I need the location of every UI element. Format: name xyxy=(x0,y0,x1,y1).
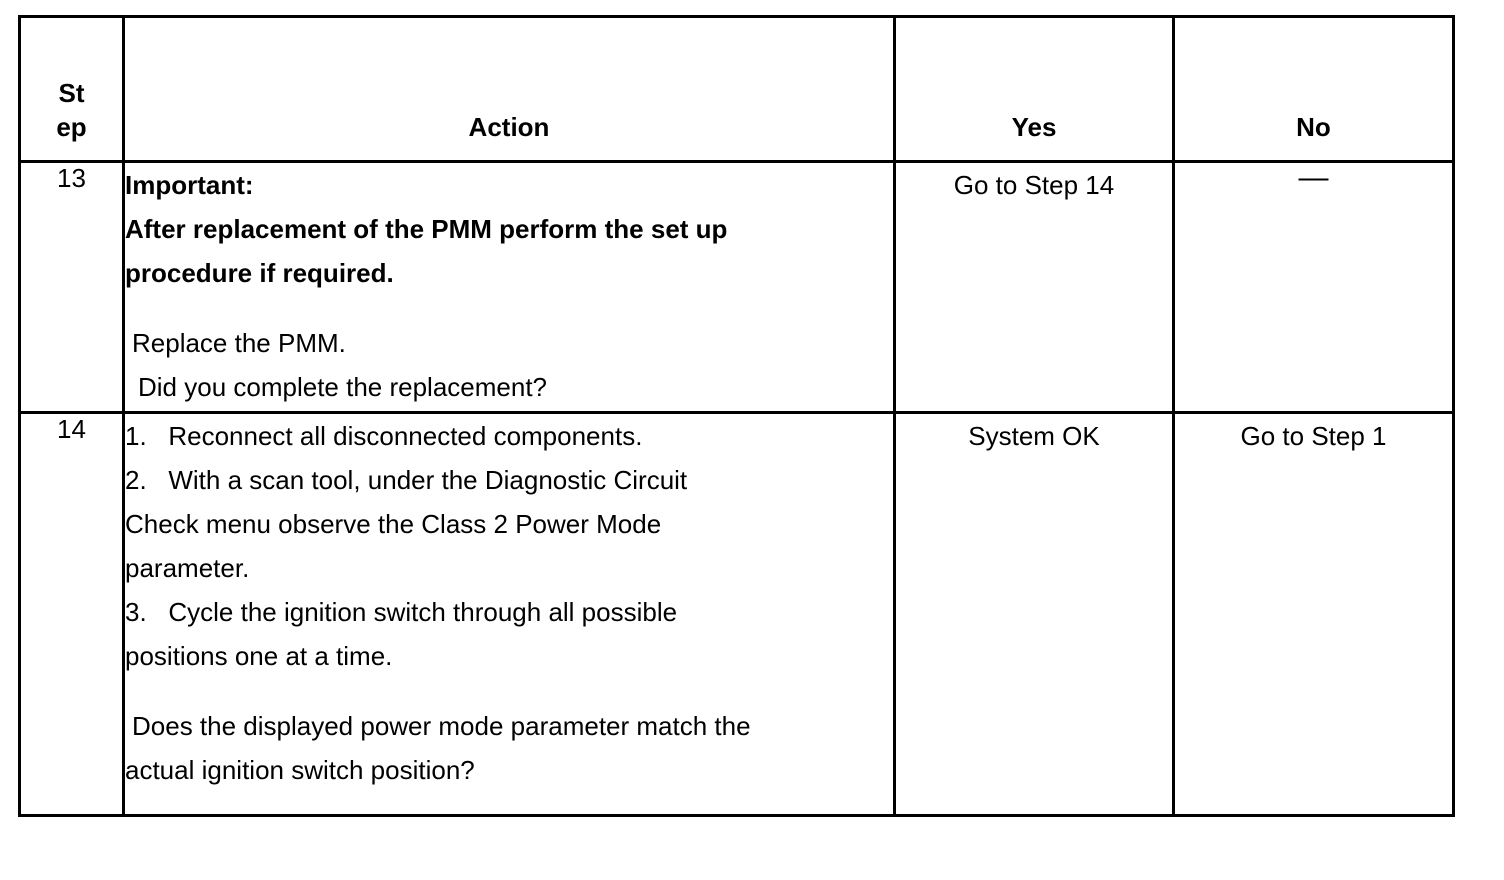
diagnostic-step-table: St ep Action Yes No 13 xyxy=(18,15,1455,817)
header-step-line-1: St xyxy=(58,78,85,109)
action-step-14-1: 1. Reconnect all disconnected components… xyxy=(125,414,893,458)
action-question-14-1: Does the displayed power mode parameter … xyxy=(132,711,751,741)
header-cell-action: Action xyxy=(122,15,896,163)
action-step-number-14-2: 2. xyxy=(125,465,147,495)
important-line-13-2: procedure if required. xyxy=(125,258,394,288)
action-line-13-2: Did you complete the replacement? xyxy=(138,372,548,402)
no-cell-14: Go to Step 1 xyxy=(1172,411,1455,817)
header-step-label: St ep xyxy=(51,77,93,160)
action-spacer-14 xyxy=(125,678,893,704)
action-step-number-14-3: 3. xyxy=(125,597,147,627)
table-row: 13 Important: After replacement of the P… xyxy=(18,160,1455,414)
table-header-row: St ep Action Yes No xyxy=(18,15,1455,163)
important-label-13: Important: xyxy=(125,170,254,200)
action-step-14-2: 2. With a scan tool, under the Diagnosti… xyxy=(125,458,893,502)
header-cell-yes: Yes xyxy=(893,15,1175,163)
header-no-label: No xyxy=(1296,111,1331,142)
header-cell-step: St ep xyxy=(18,15,125,163)
yes-cell-14: System OK xyxy=(893,411,1175,817)
em-dash-icon: — xyxy=(1298,161,1329,194)
action-step-text-14-2: With a scan tool, under the Diagnostic C… xyxy=(168,465,688,495)
header-cell-no: No xyxy=(1172,15,1455,163)
header-yes-label: Yes xyxy=(1011,111,1057,142)
action-spacer-13 xyxy=(125,295,893,321)
action-step-14-3-cont-1: positions one at a time. xyxy=(125,641,393,671)
header-step-line-2: ep xyxy=(56,111,87,142)
action-step-14-2-cont-1: Check menu observe the Class 2 Power Mod… xyxy=(125,509,662,539)
action-cell-13: Important: After replacement of the PMM … xyxy=(122,160,896,414)
important-line-13-1: After replacement of the PMM perform the… xyxy=(125,214,728,244)
action-cell-14: 1. Reconnect all disconnected components… xyxy=(122,411,896,817)
step-number-13: 13 xyxy=(18,160,125,414)
action-step-14-3: 3. Cycle the ignition switch through all… xyxy=(125,590,893,634)
important-block-13: Important: After replacement of the PMM … xyxy=(125,163,893,295)
no-cell-13: — xyxy=(1172,160,1455,414)
action-step-14-2-cont-2: parameter. xyxy=(125,553,250,583)
yes-cell-13: Go to Step 14 xyxy=(893,160,1175,414)
table-row: 14 1. Reconnect all disconnected compone… xyxy=(18,411,1455,817)
action-line-13-1: Replace the PMM. xyxy=(132,328,346,358)
action-step-text-14-1: Reconnect all disconnected components. xyxy=(168,421,643,451)
action-question-14-2: actual ignition switch position? xyxy=(125,755,475,785)
step-number-14: 14 xyxy=(18,411,125,817)
action-step-number-14-1: 1. xyxy=(125,421,147,451)
header-action-label: Action xyxy=(468,111,550,142)
action-step-text-14-3: Cycle the ignition switch through all po… xyxy=(168,597,678,627)
